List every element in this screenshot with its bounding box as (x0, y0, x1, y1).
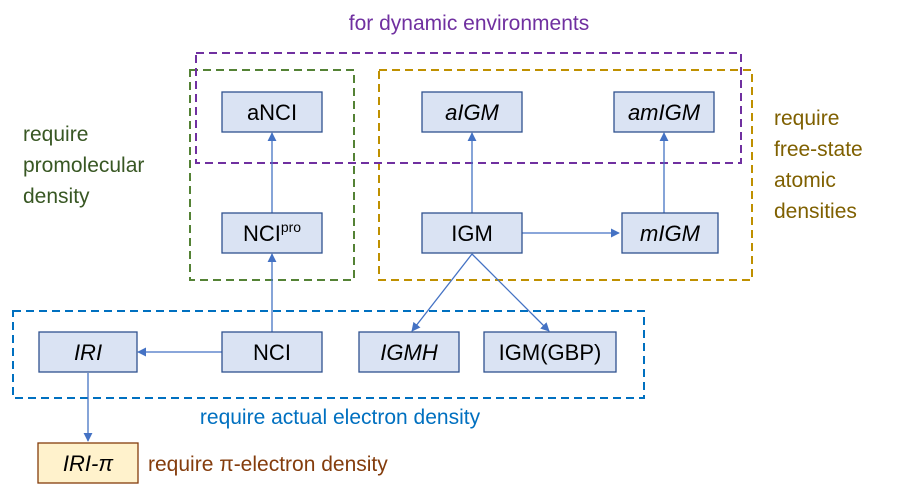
node-migm: mIGM (621, 212, 719, 254)
node-amigm-label: amIGM (628, 100, 701, 125)
promolecular-line-1: require (23, 123, 88, 146)
node-ncipro: NCIpro (221, 212, 323, 254)
promolecular-line-2: promolecular (23, 154, 144, 177)
node-iri: IRI (38, 331, 138, 373)
node-ncipro-label: NCIpro (243, 219, 301, 246)
node-igmgbp: IGM(GBP) (483, 331, 617, 373)
node-iri-pi-label: IRI-π (63, 451, 114, 476)
node-igmh-label: IGMH (380, 340, 438, 365)
freestate-group-box (378, 69, 753, 281)
node-iri-label: IRI (74, 340, 102, 365)
node-nci: NCI (221, 331, 323, 373)
node-aigm-label: aIGM (445, 100, 499, 125)
free-state-densities-label: require free-state atomic densities (774, 107, 869, 223)
pi-density-label: require π-electron density (148, 453, 388, 476)
dynamic-group-box (195, 52, 742, 164)
node-amigm: amIGM (613, 91, 715, 133)
freestate-line-1: require (774, 107, 839, 130)
dynamic-environments-label: for dynamic environments (349, 12, 589, 35)
promolecular-density-label: require promolecular density (23, 123, 150, 208)
freestate-line-4: densities (774, 200, 857, 223)
node-anci-label: aNCI (247, 100, 297, 125)
node-ncipro-superscript: pro (281, 219, 301, 235)
promolecular-line-3: density (23, 185, 90, 208)
edge-igm-to-igmgbp (471, 253, 550, 332)
node-igmgbp-label: IGM(GBP) (499, 340, 602, 365)
node-aigm: aIGM (421, 91, 523, 133)
node-anci: aNCI (221, 91, 323, 133)
edge-igm-to-igmh (411, 253, 473, 332)
node-ncipro-main: NCI (243, 221, 281, 246)
node-igm-label: IGM (451, 221, 493, 246)
node-nci-label: NCI (253, 340, 291, 365)
actual-density-group-box (12, 310, 645, 399)
node-iri-pi: IRI-π (37, 442, 139, 484)
freestate-line-2: free-state (774, 138, 863, 161)
freestate-line-3: atomic (774, 169, 836, 192)
node-igm: IGM (421, 212, 523, 254)
node-igmh: IGMH (358, 331, 460, 373)
node-migm-label: mIGM (640, 221, 701, 246)
actual-density-label: require actual electron density (200, 406, 481, 429)
